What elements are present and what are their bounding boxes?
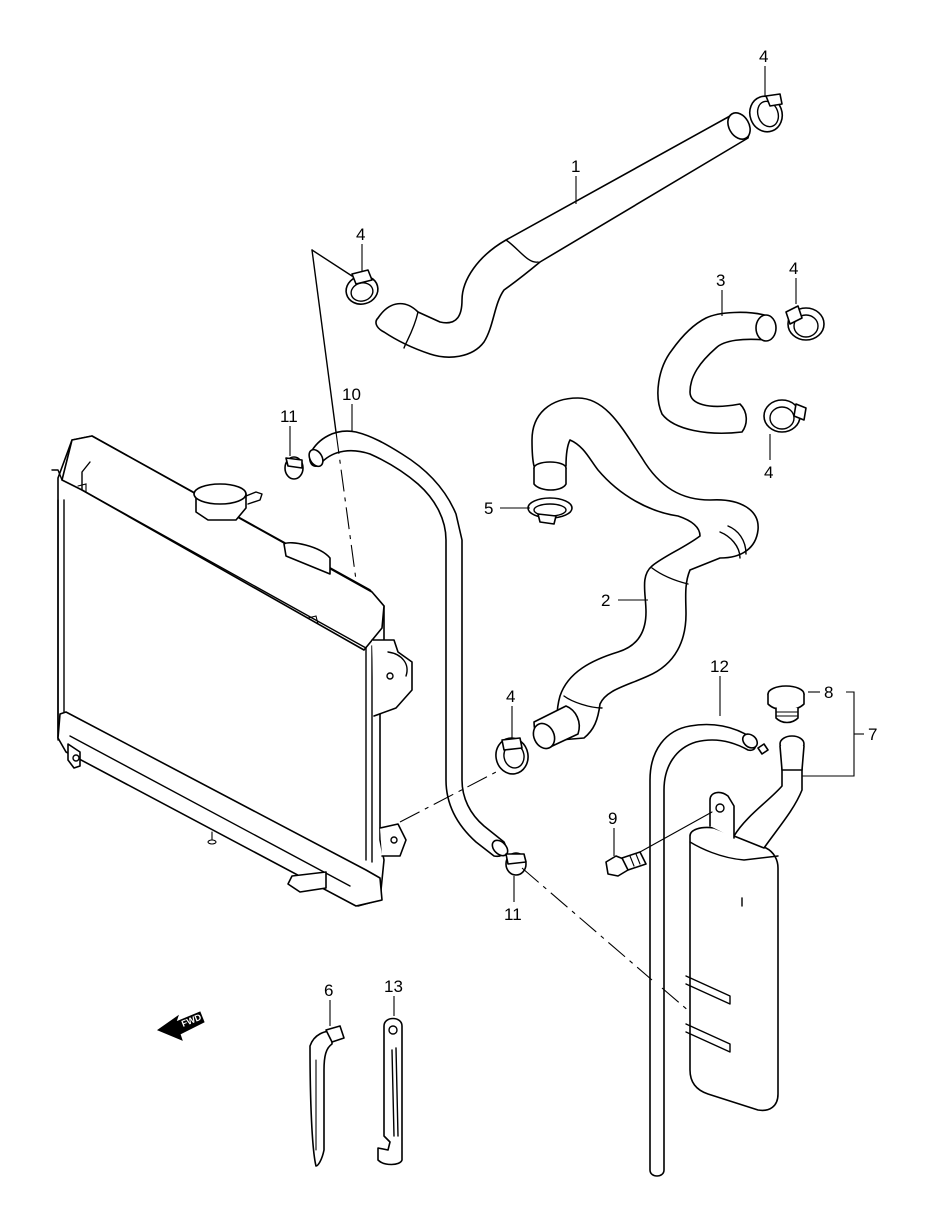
callout-4: 4 [506, 687, 515, 706]
callout-7: 7 [868, 725, 877, 744]
hose-clamp-bypass-bottom [763, 399, 807, 433]
reservoir-tank [685, 735, 805, 1112]
callout-5: 5 [484, 499, 493, 518]
lower-radiator-hose [531, 397, 759, 750]
reservoir-cap [767, 685, 805, 724]
upper-radiator-hose [375, 112, 751, 358]
radiator [51, 435, 413, 907]
hose-clip-11-upper [284, 456, 304, 480]
callout-4: 4 [764, 463, 773, 482]
callout-6: 6 [324, 981, 333, 1000]
callout-4: 4 [356, 225, 365, 244]
callout-2: 2 [601, 591, 610, 610]
callout-9: 9 [608, 809, 617, 828]
hose-clamp-top-right [748, 93, 784, 133]
callout-11: 11 [504, 905, 522, 924]
hose-clamp-5 [527, 497, 573, 525]
reservoir-hose [649, 723, 769, 1177]
callout-12: 12 [710, 657, 729, 676]
hose-clamp-bypass-top [785, 305, 825, 341]
callout-11: 11 [280, 407, 298, 426]
cable-tie [309, 1025, 345, 1167]
hose-clip-11-lower [505, 852, 527, 876]
hose-clamp-lower [495, 737, 529, 775]
bypass-hose [657, 311, 777, 434]
callout-10: 10 [342, 385, 361, 404]
hose-clamp-upper-left [345, 269, 379, 305]
callout-13: 13 [384, 977, 403, 996]
callout-1: 1 [571, 157, 580, 176]
hose-clip-13 [377, 1017, 403, 1166]
callout-3: 3 [716, 271, 725, 290]
callout-4: 4 [759, 47, 768, 66]
bolt [605, 851, 647, 877]
fwd-arrow-icon: FWD [156, 1011, 205, 1041]
callout-4: 4 [789, 259, 798, 278]
callout-8: 8 [824, 683, 833, 702]
overflow-hose [308, 430, 509, 858]
